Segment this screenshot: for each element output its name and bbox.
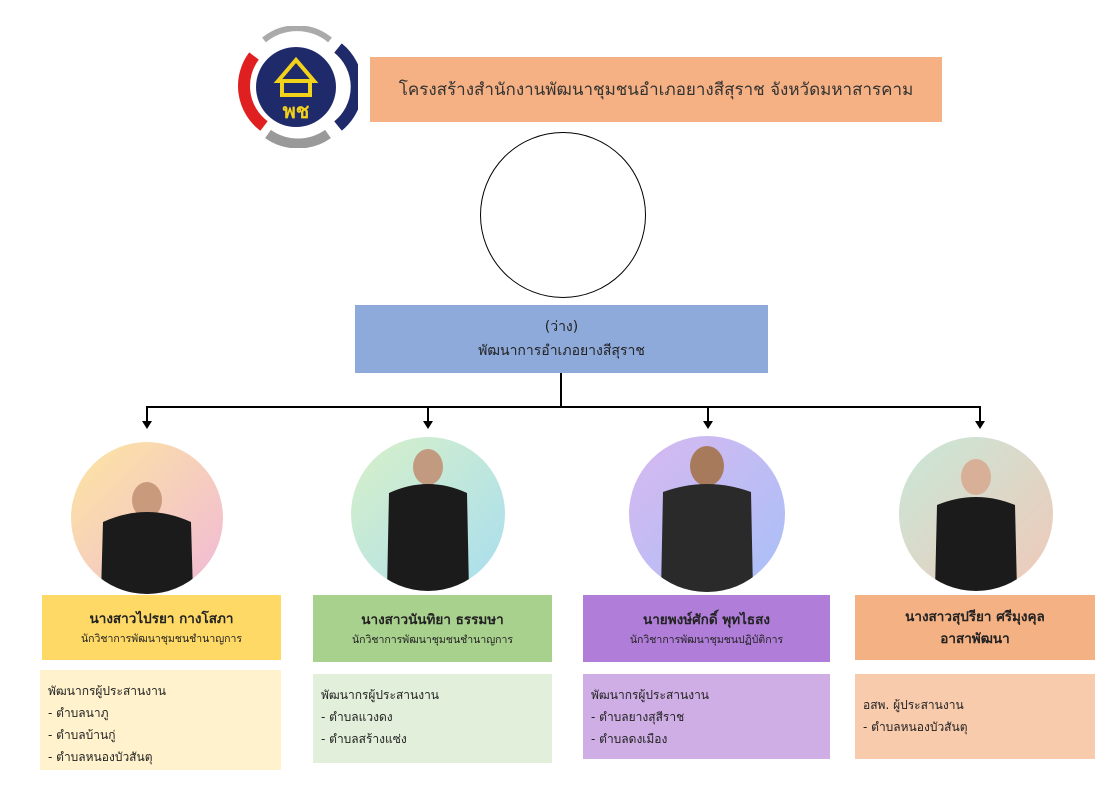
head-name: (ว่าง) — [544, 319, 579, 335]
head-position: พัฒนาการอำเภอยางสีสุราช — [478, 343, 645, 359]
connector-line — [707, 406, 709, 422]
page-title: โครงสร้างสำนักงานพัฒนาชุมชนอำเภอยางสีสุร… — [370, 57, 942, 122]
connector-line — [427, 406, 429, 422]
duty-item: - ตำบลบ้านกู่ — [48, 728, 116, 742]
staff-position: นักวิชาการพัฒนาชุมชนชำนาญการ — [351, 633, 514, 646]
staff-photo — [351, 437, 505, 591]
duty-item: - ตำบลดงเมือง — [591, 732, 668, 746]
arrow-down-icon — [423, 421, 433, 429]
duty-item: - ตำบลนาภู — [48, 706, 109, 720]
staff-name: นางสาวสุปรียา ศรีมุงคุล — [905, 608, 1045, 625]
staff-name-box: นางสาวไปรยา กางโสภา นักวิชาการพัฒนาชุมชน… — [42, 595, 281, 660]
staff-name-box: นายพงษ์ศักดิ์ พุทไธสง นักวิชาการพัฒนาชุม… — [583, 595, 830, 662]
staff-name-box: นางสาวสุปรียา ศรีมุงคุล อาสาพัฒนา — [855, 595, 1095, 660]
head-photo-placeholder — [480, 132, 646, 298]
title-text: โครงสร้างสำนักงานพัฒนาชุมชนอำเภอยางสีสุร… — [398, 80, 914, 100]
staff-position: นักวิชาการพัฒนาชุมชนชำนาญการ — [80, 632, 243, 645]
staff-photo — [629, 436, 785, 592]
duty-item: - ตำบลแวงดง — [321, 710, 393, 724]
arrow-down-icon — [975, 421, 985, 429]
connector-line — [560, 373, 562, 407]
connector-line — [146, 406, 148, 422]
staff-duty-box: พัฒนากรผู้ประสานงาน - ตำบลนาภู - ตำบลบ้า… — [40, 670, 281, 770]
staff-name: นางสาวนันทิยา ธรรมษา — [361, 611, 504, 628]
arrow-down-icon — [703, 421, 713, 429]
duty-title: พัฒนากรผู้ประสานงาน — [48, 684, 167, 698]
connector-line — [979, 406, 981, 422]
staff-photo — [899, 437, 1053, 591]
arrow-down-icon — [142, 421, 152, 429]
head-box: (ว่าง) พัฒนาการอำเภอยางสีสุราช — [355, 305, 768, 373]
organization-logo: พช — [234, 25, 363, 149]
staff-position: อาสาพัฒนา — [940, 630, 1010, 647]
staff-photo — [71, 442, 223, 594]
staff-duty-box: อสพ. ผู้ประสานงาน - ตำบลหนองบัวสันตุ — [855, 674, 1095, 759]
duty-item: - ตำบลหนองบัวสันตุ — [863, 720, 968, 734]
duty-item: - ตำบลหนองบัวสันตุ — [48, 750, 153, 764]
staff-name: นางสาวไปรยา กางโสภา — [89, 610, 234, 627]
connector-line — [146, 406, 981, 408]
duty-item: - ตำบลยางสุสีราช — [591, 710, 685, 724]
duty-title: พัฒนากรผู้ประสานงาน — [321, 688, 440, 702]
staff-duty-box: พัฒนากรผู้ประสานงาน - ตำบลแวงดง - ตำบลสร… — [313, 674, 552, 763]
staff-duty-box: พัฒนากรผู้ประสานงาน - ตำบลยางสุสีราช - ต… — [583, 674, 830, 759]
staff-position: นักวิชาการพัฒนาชุมชนปฏิบัติการ — [629, 633, 784, 646]
duty-title: อสพ. ผู้ประสานงาน — [863, 698, 964, 712]
svg-text:พช: พช — [283, 99, 310, 123]
staff-name-box: นางสาวนันทิยา ธรรมษา นักวิชาการพัฒนาชุมช… — [313, 595, 552, 662]
staff-name: นายพงษ์ศักดิ์ พุทไธสง — [643, 611, 770, 628]
duty-title: พัฒนากรผู้ประสานงาน — [591, 688, 710, 702]
duty-item: - ตำบลสร้างแซ่ง — [321, 732, 407, 746]
